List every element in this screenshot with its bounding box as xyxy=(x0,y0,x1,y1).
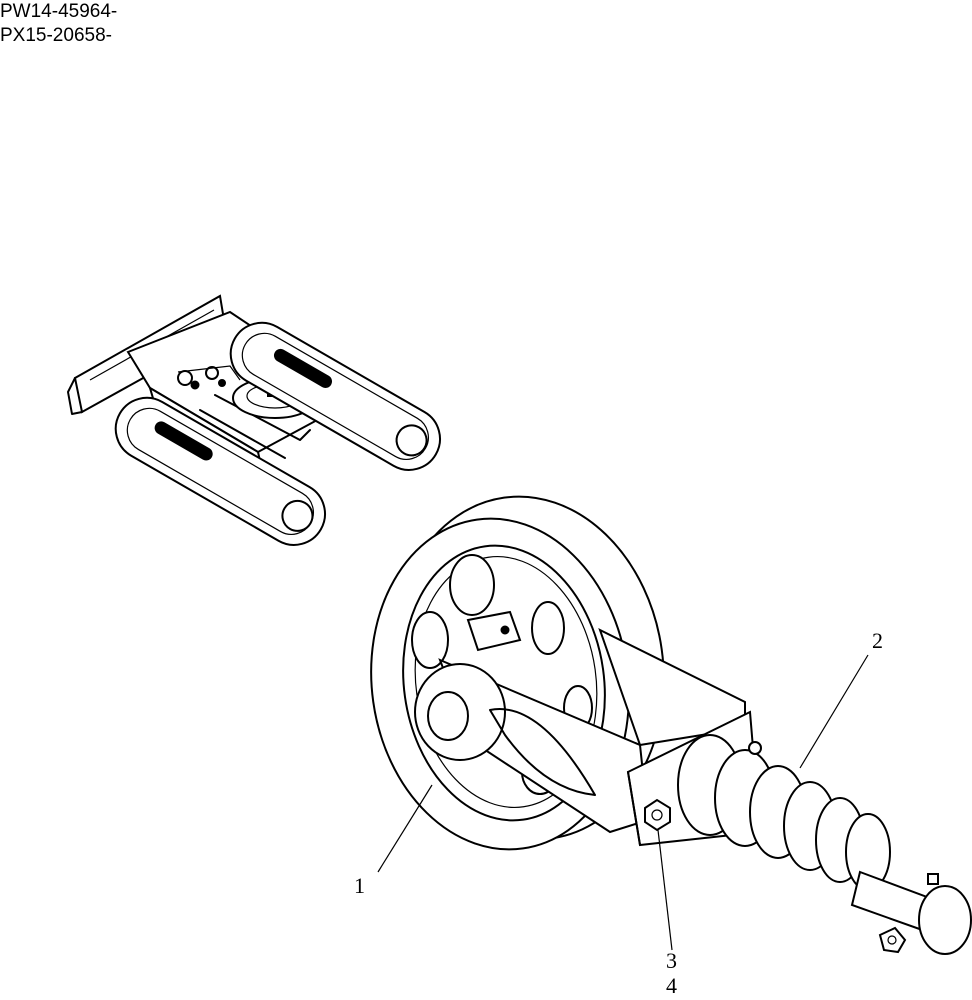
undercarriage-overview xyxy=(67,294,441,546)
callout-label-4: 4 xyxy=(666,973,677,998)
callout-1: 1 xyxy=(354,784,433,898)
callout-3: 3 xyxy=(657,829,677,973)
serial-number-header: PW14-45964- PX15-20658- xyxy=(0,0,117,48)
recoil-spring-assembly xyxy=(677,734,972,955)
callout-4: 4 xyxy=(666,973,677,998)
serial-range-2: PX15-20658- xyxy=(0,25,112,46)
serial-range-1: PW14-45964- xyxy=(0,1,118,22)
callout-label-3: 3 xyxy=(666,948,677,973)
callout-label-2: 2 xyxy=(872,628,883,653)
callout-label-1: 1 xyxy=(354,873,365,898)
callout-2: 2 xyxy=(799,628,883,769)
